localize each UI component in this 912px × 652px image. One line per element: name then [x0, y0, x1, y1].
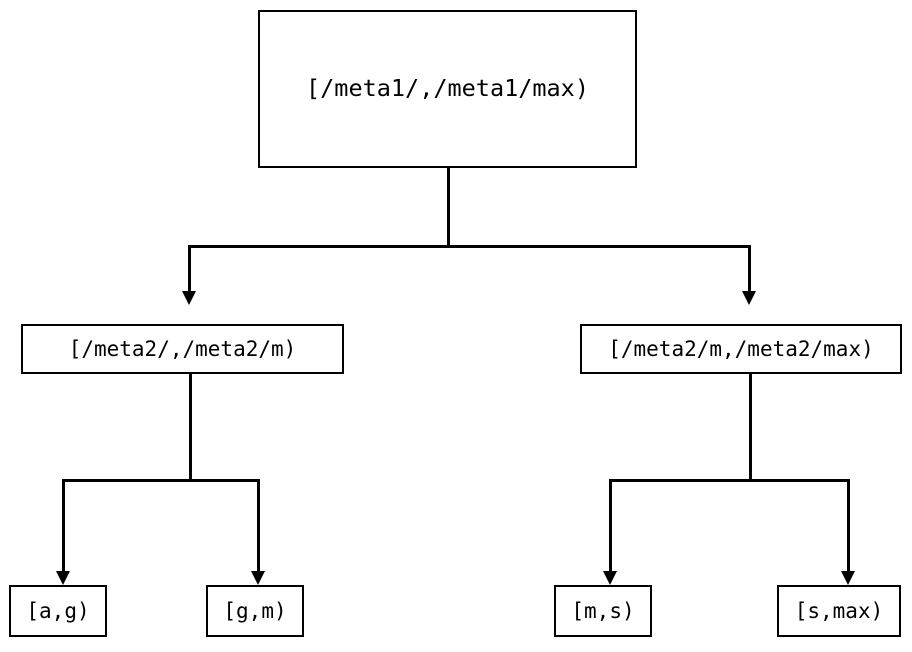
tree-node-level2-left[interactable]: [/meta2/,/meta2/m) — [21, 324, 344, 374]
edge-root-to-level2-right-drop — [748, 245, 751, 291]
tree-node-leaf-1[interactable]: [a,g) — [9, 585, 107, 637]
arrowhead-root-to-level2-right — [742, 291, 756, 305]
edge-root-stem — [447, 168, 450, 247]
tree-node-leaf-3[interactable]: [m,s) — [554, 585, 652, 637]
tree-node-level2-right[interactable]: [/meta2/m,/meta2/max) — [580, 324, 902, 374]
tree-node-leaf-2[interactable]: [g,m) — [206, 585, 304, 637]
tree-node-root-label: [/meta1/,/meta1/max) — [306, 74, 589, 103]
tree-node-level2-right-label: [/meta2/m,/meta2/max) — [608, 336, 874, 361]
edge-root-to-level2-left-drop — [188, 245, 191, 291]
edge-level2-right-stem — [749, 374, 752, 482]
edge-root-distribution-bar — [188, 245, 750, 248]
arrowhead-root-to-level2-left — [182, 291, 196, 305]
tree-node-leaf-2-label: [g,m) — [223, 598, 287, 623]
tree-node-leaf-1-label: [a,g) — [26, 598, 90, 623]
tree-node-root[interactable]: [/meta1/,/meta1/max) — [258, 10, 637, 168]
arrowhead-level2-right-to-leaf4 — [841, 571, 855, 585]
edge-level2-right-to-leaf4-drop — [847, 479, 850, 572]
arrowhead-level2-right-to-leaf3 — [603, 571, 617, 585]
edge-level2-left-to-leaf1-drop — [62, 479, 65, 572]
tree-node-level2-left-label: [/meta2/,/meta2/m) — [68, 336, 297, 361]
edge-level2-right-to-leaf3-drop — [609, 479, 612, 572]
arrowhead-level2-left-to-leaf2 — [251, 571, 265, 585]
edge-level2-left-to-leaf2-drop — [257, 479, 260, 572]
tree-node-leaf-4-label: [s,max) — [794, 598, 884, 623]
edge-level2-right-distribution-bar — [609, 479, 850, 482]
edge-level2-left-distribution-bar — [62, 479, 260, 482]
edge-level2-left-stem — [189, 374, 192, 482]
tree-node-leaf-4[interactable]: [s,max) — [777, 585, 901, 637]
tree-node-leaf-3-label: [m,s) — [571, 598, 635, 623]
arrowhead-level2-left-to-leaf1 — [56, 571, 70, 585]
